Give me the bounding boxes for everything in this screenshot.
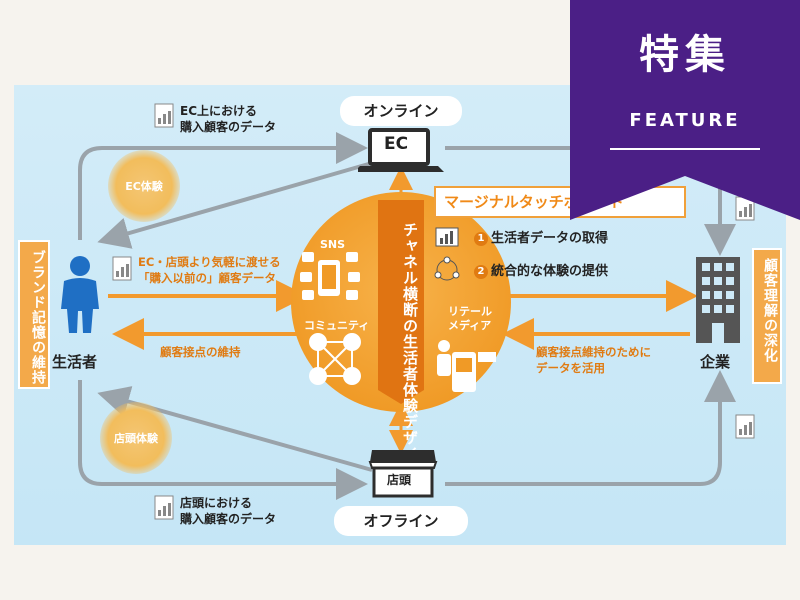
arrow-offline-to-company: [445, 370, 736, 486]
feature-banner: [570, 0, 800, 220]
pre-purchase-line-1: EC・店頭より気軽に渡せる: [138, 255, 281, 269]
marginal-item-2-number: 2: [474, 265, 488, 279]
laptop-icon: [358, 128, 444, 172]
data-chart-icon: [435, 227, 459, 247]
integration-icon: [434, 256, 460, 281]
retail-media-icon: [437, 340, 496, 392]
store-icon: [368, 450, 438, 498]
brand-memory-box: ブランド記憶の維持: [18, 240, 50, 389]
customer-understanding-label: 顧客理解の深化: [762, 258, 778, 363]
ec-purchase-data-label: EC上における 購入顧客のデータ: [180, 103, 276, 135]
ec-label: EC: [384, 134, 409, 154]
community-network-icon: [309, 333, 361, 385]
ec-purchase-line-2: 購入顧客のデータ: [180, 120, 277, 134]
person-icon: [61, 256, 99, 333]
marginal-item-2-text: 統合的な体験の提供: [491, 264, 609, 279]
retail-media-label-1: リテール: [448, 305, 492, 318]
pre-purchase-line-2: 「購入以前の」顧客データ: [138, 271, 276, 285]
retail-media-label-2: メディア: [448, 319, 492, 332]
ec-purchase-line-1: EC上における: [180, 104, 258, 118]
feature-subtitle: FEATURE: [629, 110, 741, 131]
center-title: チャネル横断の生活者体験デザイン: [401, 222, 419, 478]
feature-banner-text: 特集 FEATURE: [570, 0, 800, 220]
store-purchase-data-label: 店頭における 購入顧客のデータ: [180, 495, 276, 527]
touchpoint-keep-label: 顧客接点の維持: [160, 345, 241, 359]
company-data-use-label: 顧客接点維持のために データを活用: [536, 344, 651, 376]
store-label: 店頭: [387, 473, 412, 487]
store-experience-bubble: 店頭体験: [100, 402, 172, 474]
consumer-label: 生活者: [52, 353, 98, 371]
retail-media-label: リテール メディア: [448, 305, 492, 333]
arrow-consumer-to-offline: [78, 380, 368, 500]
feature-divider: [610, 148, 760, 150]
feature-title: 特集: [639, 32, 731, 78]
document-chart-icon-right-bottom: [735, 414, 755, 439]
online-pill: オンライン: [340, 96, 462, 126]
store-experience-label: 店頭体験: [114, 432, 158, 445]
company-label: 企業: [700, 353, 731, 371]
store-purchase-line-1: 店頭における: [180, 496, 253, 510]
company-use-line-1: 顧客接点維持のために: [536, 345, 651, 359]
arrow-online-to-consumer: [97, 161, 373, 249]
ec-experience-label: EC体験: [125, 180, 163, 193]
arrow-consumer-to-online: [78, 132, 368, 240]
building-icon: [696, 257, 740, 343]
ec-experience-bubble: EC体験: [108, 150, 180, 222]
marginal-item-1-number: 1: [474, 232, 488, 246]
marginal-item-1-text: 生活者データの取得: [491, 231, 609, 246]
brand-memory-label: ブランド記憶の維持: [30, 250, 46, 385]
store-purchase-line-2: 購入顧客のデータ: [180, 512, 277, 526]
community-label: コミュニティ: [304, 319, 370, 332]
pre-purchase-data-label: EC・店頭より気軽に渡せる 「購入以前の」顧客データ: [138, 254, 281, 286]
sns-label: SNS: [320, 238, 346, 251]
document-chart-icon-store: [154, 495, 174, 520]
sns-icon: [300, 252, 360, 300]
document-chart-icon-pre: [112, 256, 132, 281]
customer-understanding-box: 顧客理解の深化: [752, 248, 782, 384]
document-chart-icon-ec: [154, 103, 174, 128]
company-use-line-2: データを活用: [536, 361, 605, 375]
offline-pill: オフライン: [334, 506, 468, 536]
